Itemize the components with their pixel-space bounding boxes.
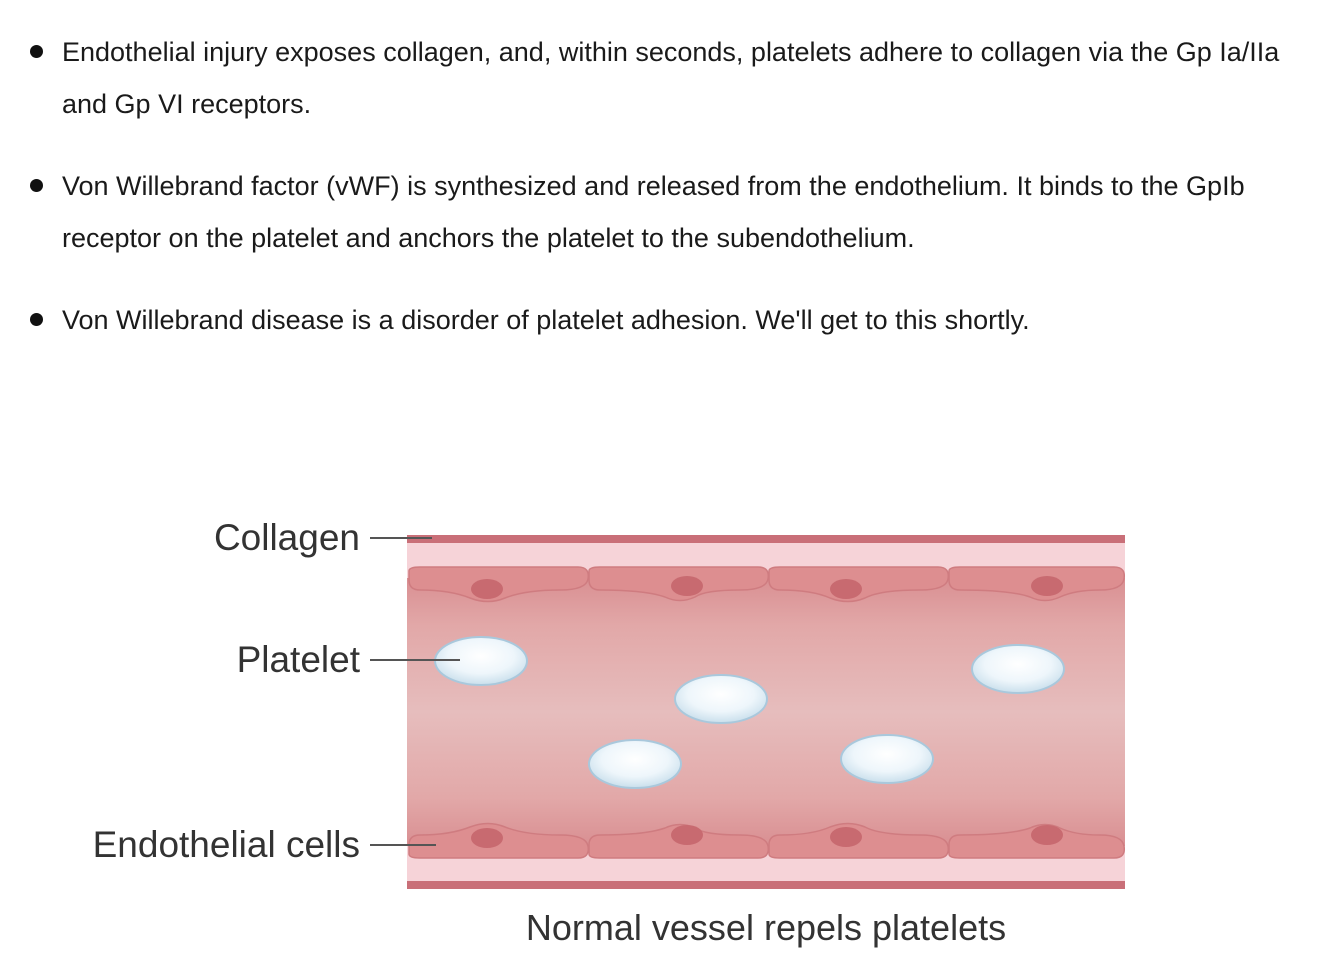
collagen-band-top: [407, 535, 1125, 543]
collagen-label: Collagen: [214, 517, 360, 558]
bullet-item: Endothelial injury exposes collagen, and…: [26, 26, 1286, 130]
endothelial-nucleus: [1031, 576, 1063, 596]
bullet-dot-icon: [30, 313, 43, 326]
platelet: [674, 674, 768, 724]
endothelial-nucleus: [830, 827, 862, 847]
bullet-text: Von Willebrand disease is a disorder of …: [62, 305, 1030, 335]
endothelial-nucleus: [671, 825, 703, 845]
endothelial-nucleus: [471, 579, 503, 599]
platelet: [588, 739, 682, 789]
platelet: [840, 734, 934, 784]
endothelial-cells-label: Endothelial cells: [93, 824, 360, 865]
platelet-label: Platelet: [237, 639, 361, 680]
diagram-caption: Normal vessel repels platelets: [526, 907, 1006, 948]
endothelial-cells-bottom: [408, 822, 1126, 859]
platelet: [971, 644, 1065, 694]
endothelial-nucleus: [1031, 825, 1063, 845]
collagen-band-bottom: [407, 881, 1125, 889]
vessel-lumen: [407, 578, 1125, 846]
endothelial-nucleus: [671, 576, 703, 596]
bullet-item: Von Willebrand factor (vWF) is synthesiz…: [26, 160, 1286, 264]
bullet-text: Endothelial injury exposes collagen, and…: [62, 37, 1280, 119]
platelets: [434, 636, 1065, 789]
bullet-item: Von Willebrand disease is a disorder of …: [26, 294, 1286, 346]
bullet-dot-icon: [30, 179, 43, 192]
endothelial-nucleus: [471, 828, 503, 848]
bullet-dot-icon: [30, 45, 43, 58]
bullet-text: Von Willebrand factor (vWF) is synthesiz…: [62, 171, 1245, 253]
endothelial-cells-top: [408, 566, 1126, 603]
endothelial-nucleus: [830, 579, 862, 599]
